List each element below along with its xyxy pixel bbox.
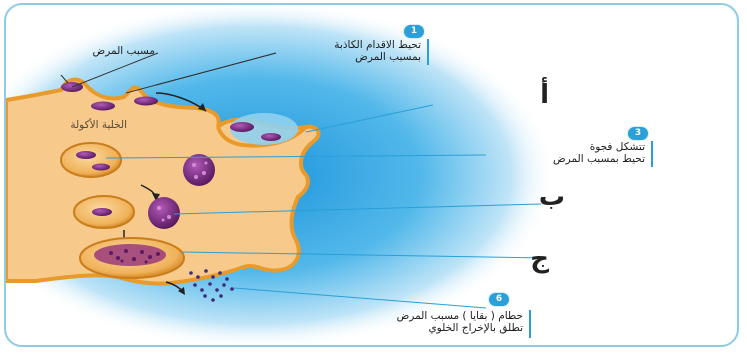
lysosome [183,154,215,186]
step-6-text: حطام ( بقايا ) مسبب المرض تطلق بالإخراج … [397,310,523,334]
pathogen-label: مسبب المرض [93,45,155,57]
step-1-bar [427,39,429,65]
letter-b: ب [539,183,565,213]
pathogen [261,133,281,141]
step-3-line-1: تتشكل فجوة [553,141,645,153]
pathogen [92,208,112,216]
step-3-badge: 3 [628,127,648,140]
step-1-line-1: تحيط الاقدام الكاذبة [334,39,421,51]
step-6-line-1: حطام ( بقايا ) مسبب المرض [397,310,523,322]
step-3-text: تتشكل فجوة تحيط بمسبب المرض [553,141,645,165]
step-1-line-2: بمسبب المرض [334,51,421,63]
diagram-frame: 1 تحيط الاقدام الكاذبة بمسبب المرض مسبب … [4,3,739,347]
step-6-badge: 6 [489,293,509,306]
step-1-text: تحيط الاقدام الكاذبة بمسبب المرض [334,39,421,63]
phagosome [61,143,121,177]
letter-c: ج [530,245,549,275]
step-6-bar [529,310,531,338]
letter-a: أ [540,81,549,111]
step-3-line-2: تحيط بمسبب المرض [553,153,645,165]
phagocyte-label: الخلية الأكولة [70,119,127,131]
pathogen [230,122,254,132]
step-1-badge: 1 [404,25,424,38]
pathogen [76,151,96,159]
lysosome [148,197,180,229]
step-3-bar [651,141,653,167]
pathogen [134,97,158,106]
pathogen [91,102,115,111]
pathogen [92,164,110,171]
step-6-line-2: تطلق بالإخراج الخلوي [397,322,523,334]
